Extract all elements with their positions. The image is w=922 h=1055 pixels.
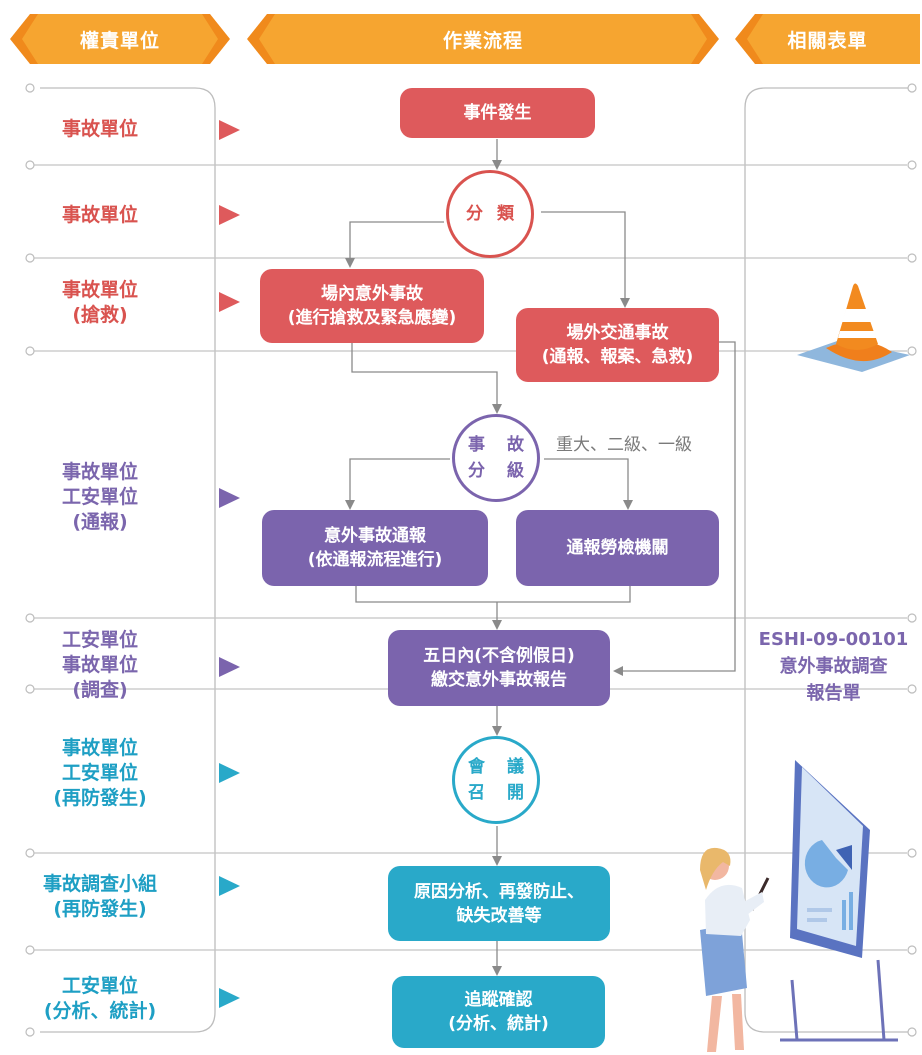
header-ribbon-center: [247, 14, 719, 64]
node-text: 會 議: [468, 757, 532, 777]
role-line: (通報): [72, 511, 128, 533]
role-line: (搶救): [72, 304, 128, 326]
right-column-frame: [744, 87, 912, 1033]
role-prevent: 事故單位 工安單位 (再防發生): [0, 736, 200, 811]
role-notify: 事故單位 工安單位 (通報): [0, 460, 200, 535]
node-text: 分 級: [468, 461, 532, 481]
node-text: 事件發生: [463, 103, 532, 123]
node-text: (通報、報案、急救): [541, 347, 694, 367]
role-pointers: [219, 120, 240, 1008]
flow-connectors: [345, 139, 736, 976]
header-ribbon-left: [10, 14, 230, 64]
node-text: 原因分析、再發防止、: [414, 881, 584, 902]
related-form-entry: ESHI-09-00101 意外事故調查 報告單: [745, 626, 922, 707]
role-classify: 事故單位: [0, 203, 200, 228]
node-text: 事 故: [468, 435, 532, 455]
node-accident-notification: 意外事故通報 (依通報流程進行): [262, 510, 488, 586]
node-text: (依通報流程進行): [307, 550, 443, 570]
header-responsible-unit: 權責單位: [10, 14, 230, 64]
node-text: 繳交意外事故報告: [431, 670, 567, 690]
node-incident-occurs: 事件發生: [400, 88, 595, 138]
role-statistics: 工安單位 (分析、統計): [0, 974, 200, 1024]
header-related-forms: 相關表單: [735, 14, 920, 64]
role-line: 事故單位: [61, 737, 138, 759]
role-line: 事故單位: [61, 279, 138, 301]
node-text: 通報勞檢機關: [566, 538, 669, 558]
left-column-frame: [40, 87, 216, 1033]
role-line: 事故單位: [61, 461, 138, 483]
header-ribbon-right: [735, 14, 920, 64]
node-cause-analysis: 原因分析、再發防止、 缺失改善等: [388, 866, 610, 941]
node-text: 五日內(不含例假日): [423, 646, 575, 666]
role-line: 事故單位: [61, 654, 138, 676]
form-name-line1: 意外事故調查: [779, 656, 888, 677]
row-divider-dots: [25, 83, 917, 1037]
node-classify: 分類: [446, 170, 534, 258]
node-submit-report: 五日內(不含例假日) 繳交意外事故報告: [388, 630, 610, 706]
node-text: (分析、統計): [448, 1014, 549, 1034]
node-text: 缺失改善等: [456, 905, 542, 926]
role-start: 事故單位: [0, 117, 200, 142]
role-line: (分析、統計): [43, 1000, 157, 1022]
presenter-illustration: [700, 760, 898, 1052]
role-line: (調查): [72, 679, 128, 701]
node-hold-meeting: 會 議 召 開: [452, 736, 540, 824]
node-text: 意外事故通報: [324, 526, 426, 546]
role-line: (再防發生): [53, 898, 147, 920]
role-line: 工安單位: [61, 975, 138, 997]
header-workflow-label: 作業流程: [442, 29, 523, 52]
role-line: 工安單位: [61, 629, 138, 651]
node-text: 場內意外事故: [321, 284, 423, 304]
node-text: 類: [497, 204, 522, 224]
node-notify-labor-inspection: 通報勞檢機關: [516, 510, 719, 586]
role-line: 事故調查小組: [42, 873, 157, 895]
header-related-forms-label: 相關表單: [787, 29, 868, 52]
role-investigate: 工安單位 事故單位 (調查): [0, 628, 200, 703]
form-code: ESHI-09-00101: [758, 629, 909, 650]
header-responsible-unit-label: 權責單位: [79, 29, 160, 52]
node-text: 召 開: [468, 783, 532, 803]
node-text: 分: [466, 204, 491, 224]
role-line: (再防發生): [53, 787, 147, 809]
traffic-cone-icon: [797, 283, 910, 372]
role-line: 工安單位: [61, 486, 138, 508]
row-dividers: [32, 164, 907, 951]
node-text: 場外交通事故: [566, 323, 669, 343]
form-name-line2: 報告單: [806, 683, 861, 704]
node-text: (進行搶救及緊急應變): [287, 308, 457, 328]
role-line: 事故單位: [61, 204, 138, 226]
role-line: 工安單位: [61, 762, 138, 784]
node-offsite-traffic-accident: 場外交通事故 (通報、報案、急救): [516, 308, 719, 382]
node-text: 追蹤確認: [464, 990, 533, 1010]
role-line: 事故單位: [61, 118, 138, 140]
grade-levels-note: 重大、二級、一級: [556, 435, 692, 455]
role-rescue: 事故單位 (搶救): [0, 278, 200, 328]
node-onsite-accident: 場內意外事故 (進行搶救及緊急應變): [260, 269, 484, 343]
role-investigation-team: 事故調查小組 (再防發生): [0, 872, 200, 922]
header-workflow: 作業流程: [247, 14, 719, 64]
node-follow-up-confirm: 追蹤確認 (分析、統計): [392, 976, 605, 1048]
node-accident-grading: 事 故 分 級: [452, 414, 540, 502]
